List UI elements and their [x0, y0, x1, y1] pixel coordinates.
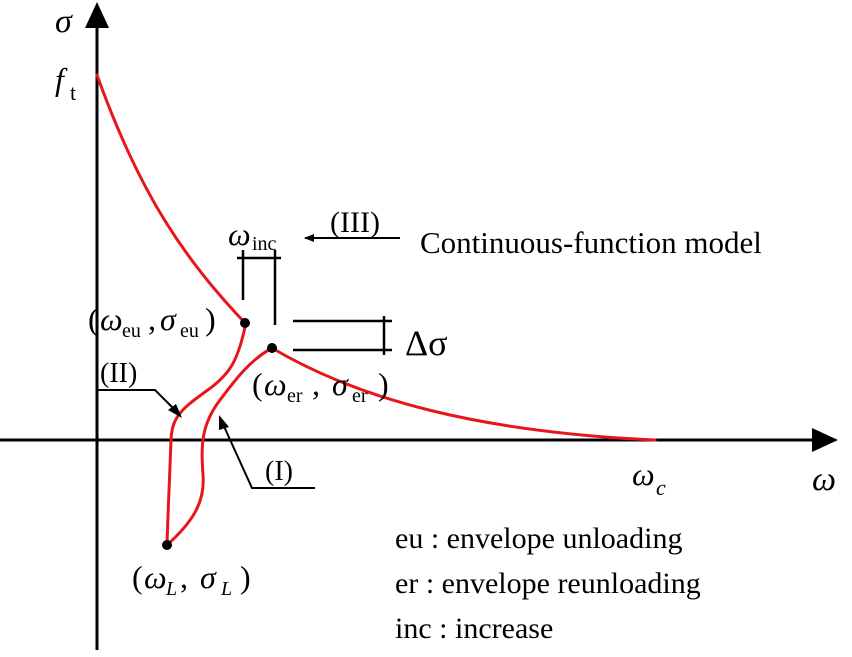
- svg-text:L: L: [220, 578, 232, 600]
- svg-text:σ: σ: [160, 301, 177, 337]
- x-axis-label: ω: [812, 461, 836, 498]
- svg-text:): ): [205, 301, 216, 337]
- svg-text:er: er: [352, 385, 368, 407]
- reloading-curve-I: [165, 346, 274, 547]
- delta-sigma-label: Δσ: [405, 323, 448, 363]
- label-I-arrowhead: [219, 415, 229, 430]
- svg-text:,: ,: [180, 559, 188, 595]
- legend-item: inc : increase: [395, 612, 553, 645]
- envelope-softening-curve: [95, 73, 249, 327]
- svg-text:): ): [378, 366, 389, 402]
- svg-text:L: L: [165, 578, 177, 600]
- svg-text:): ): [240, 559, 251, 595]
- wc-subscript: c: [656, 475, 666, 500]
- inc-label: ω: [228, 216, 251, 252]
- point-eu-marker: [240, 318, 250, 328]
- svg-text:ω: ω: [100, 301, 123, 337]
- svg-text:(: (: [252, 366, 263, 402]
- svg-text:,: ,: [148, 301, 156, 337]
- label-I-leader: [221, 421, 315, 489]
- label-II-leader: [97, 389, 181, 416]
- label-I: (I): [265, 456, 293, 487]
- svg-text:σ: σ: [332, 366, 349, 402]
- svg-text:ω: ω: [144, 559, 167, 595]
- svg-text:(: (: [88, 301, 99, 337]
- point-er-marker: [267, 343, 277, 353]
- svg-text:er: er: [287, 385, 303, 407]
- svg-text:eu: eu: [180, 320, 199, 342]
- wc-label: ω: [632, 456, 655, 492]
- y-axis-label: σ: [55, 3, 73, 40]
- svg-text:eu: eu: [122, 320, 141, 342]
- legend-item: eu : envelope unloading: [395, 522, 682, 555]
- ft-label: f: [55, 61, 68, 97]
- x-axis-arrow: [812, 428, 838, 452]
- y-axis-arrow: [85, 2, 109, 28]
- point-L-marker: [162, 540, 172, 550]
- envelope-tail-curve: [270, 346, 657, 442]
- svg-text:σ: σ: [200, 559, 217, 595]
- unloading-curve-II: [165, 325, 247, 547]
- point-eu-label: ( ω eu , σ eu ): [88, 301, 216, 342]
- label-II: (II): [100, 358, 137, 389]
- svg-text:,: ,: [312, 366, 320, 402]
- model-name: Continuous-function model: [420, 225, 762, 260]
- inc-subscript: inc: [252, 233, 277, 255]
- svg-text:ω: ω: [264, 366, 287, 402]
- legend: eu : envelope unloading er : envelope re…: [395, 522, 701, 645]
- point-L-label: ( ω L , σ L ): [132, 559, 251, 600]
- point-er-label: ( ω er , σ er ): [252, 366, 389, 407]
- svg-text:(: (: [132, 559, 143, 595]
- ft-subscript: t: [70, 80, 76, 105]
- label-II-arrowhead: [168, 404, 182, 418]
- legend-item: er : envelope reunloading: [395, 567, 701, 600]
- label-III: (III): [330, 206, 380, 239]
